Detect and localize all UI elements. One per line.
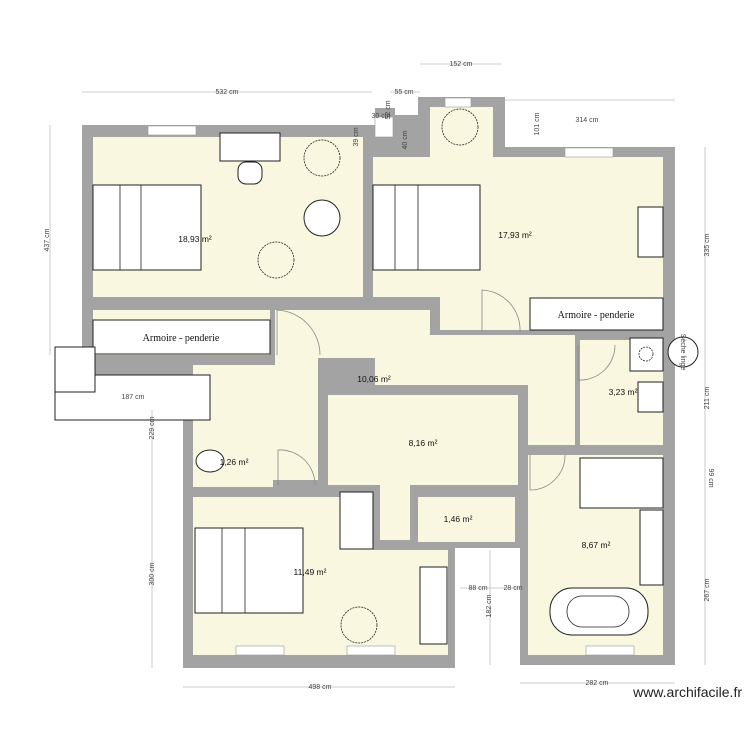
washing-machine (629, 337, 664, 372)
door-bathroom (529, 454, 566, 491)
dryer-label: Sèche linge (679, 334, 686, 371)
armchair-4 (340, 606, 378, 644)
area-room-1-46: 1,46 m² (444, 514, 473, 524)
windows (147, 97, 635, 656)
desk-2 (637, 206, 664, 258)
dim-314: 314 cm (576, 117, 599, 124)
window (374, 116, 394, 138)
dim-39: 39 cm (353, 127, 360, 146)
bed-1 (92, 184, 202, 271)
dryer (667, 336, 699, 368)
dim-101: 101 cm (534, 112, 541, 135)
doors (276, 289, 616, 491)
sink-laundry (637, 381, 664, 413)
dim-267: 267 cm (704, 578, 711, 601)
dim-532: 532 cm (216, 89, 239, 96)
staircase-landing (54, 346, 96, 393)
area-hallway: 10,06 m² (357, 374, 391, 384)
room-8-16 (328, 395, 518, 485)
hallway (193, 310, 575, 480)
window (235, 645, 285, 656)
dim-28: 28 cm (503, 585, 522, 592)
furniture: Armoire - penderie Armoire - penderie Sè… (54, 108, 699, 645)
dim-282: 282 cm (586, 680, 609, 687)
armoire-1-label: Armoire - penderie (143, 333, 220, 344)
area-wc: 1,26 m² (220, 457, 249, 467)
armoire-1 (92, 319, 271, 355)
dimensions: 532 cm 152 cm 55 cm 30 cm 52 cm 39 cm 40… (44, 61, 714, 691)
door-laundry (577, 344, 616, 381)
area-bathroom: 8,67 m² (582, 540, 611, 550)
room-8-16-lower (380, 485, 410, 540)
dim-40: 40 cm (402, 130, 409, 149)
window (346, 645, 396, 656)
dim-30: 30 cm (371, 113, 390, 120)
cabinet (339, 491, 374, 550)
area-bedroom-2: 17,93 m² (498, 230, 532, 240)
window (444, 97, 472, 108)
shower (579, 457, 664, 509)
area-bedroom-3: 11,49 m² (294, 567, 327, 577)
watermark: www.archifacile.fr (632, 684, 742, 700)
armchair-3 (441, 108, 479, 146)
door-bedroom-1 (276, 309, 321, 356)
room-1-46 (418, 497, 515, 542)
bedroom-2-alcove (430, 107, 493, 167)
dim-187: 187 cm (122, 394, 145, 401)
dim-335: 335 cm (704, 233, 711, 256)
bed-2 (372, 184, 481, 271)
toilet (195, 449, 225, 473)
bed-3 (194, 527, 304, 614)
armchair-2 (257, 241, 295, 279)
round-table (303, 199, 341, 237)
dresser (419, 566, 448, 645)
window (585, 645, 635, 656)
dim-300: 300 cm (149, 562, 156, 585)
dim-99: 99 cm (707, 468, 714, 487)
door-wc (277, 449, 316, 486)
desk-1 (219, 132, 281, 162)
area-laundry: 3,23 m² (609, 387, 638, 397)
window (147, 125, 197, 136)
dim-229: 229 cm (149, 416, 156, 439)
area-bedroom-1: 18,93 m² (178, 234, 212, 244)
area-room-8-16: 8,16 m² (409, 438, 438, 448)
dim-211: 211 cm (704, 387, 711, 410)
dim-182: 182 cm (486, 594, 493, 617)
dim-88: 88 cm (468, 585, 487, 592)
dim-498: 498 cm (309, 684, 332, 691)
armchair-1 (303, 139, 341, 177)
double-sink (639, 509, 664, 586)
chair-1 (237, 161, 263, 185)
area-labels: 18,93 m² 17,93 m² 10,06 m² 8,16 m² 3,23 … (178, 230, 637, 577)
dim-55: 55 cm (394, 89, 413, 96)
armoire-2-label: Armoire - penderie (558, 310, 635, 321)
bathtub (549, 587, 649, 636)
window (564, 147, 614, 158)
door-bedroom-2 (481, 289, 521, 333)
dim-152: 152 cm (450, 61, 473, 68)
dim-437: 437 cm (44, 228, 51, 251)
dim-52: 52 cm (385, 100, 392, 119)
armoire-2 (529, 297, 664, 331)
